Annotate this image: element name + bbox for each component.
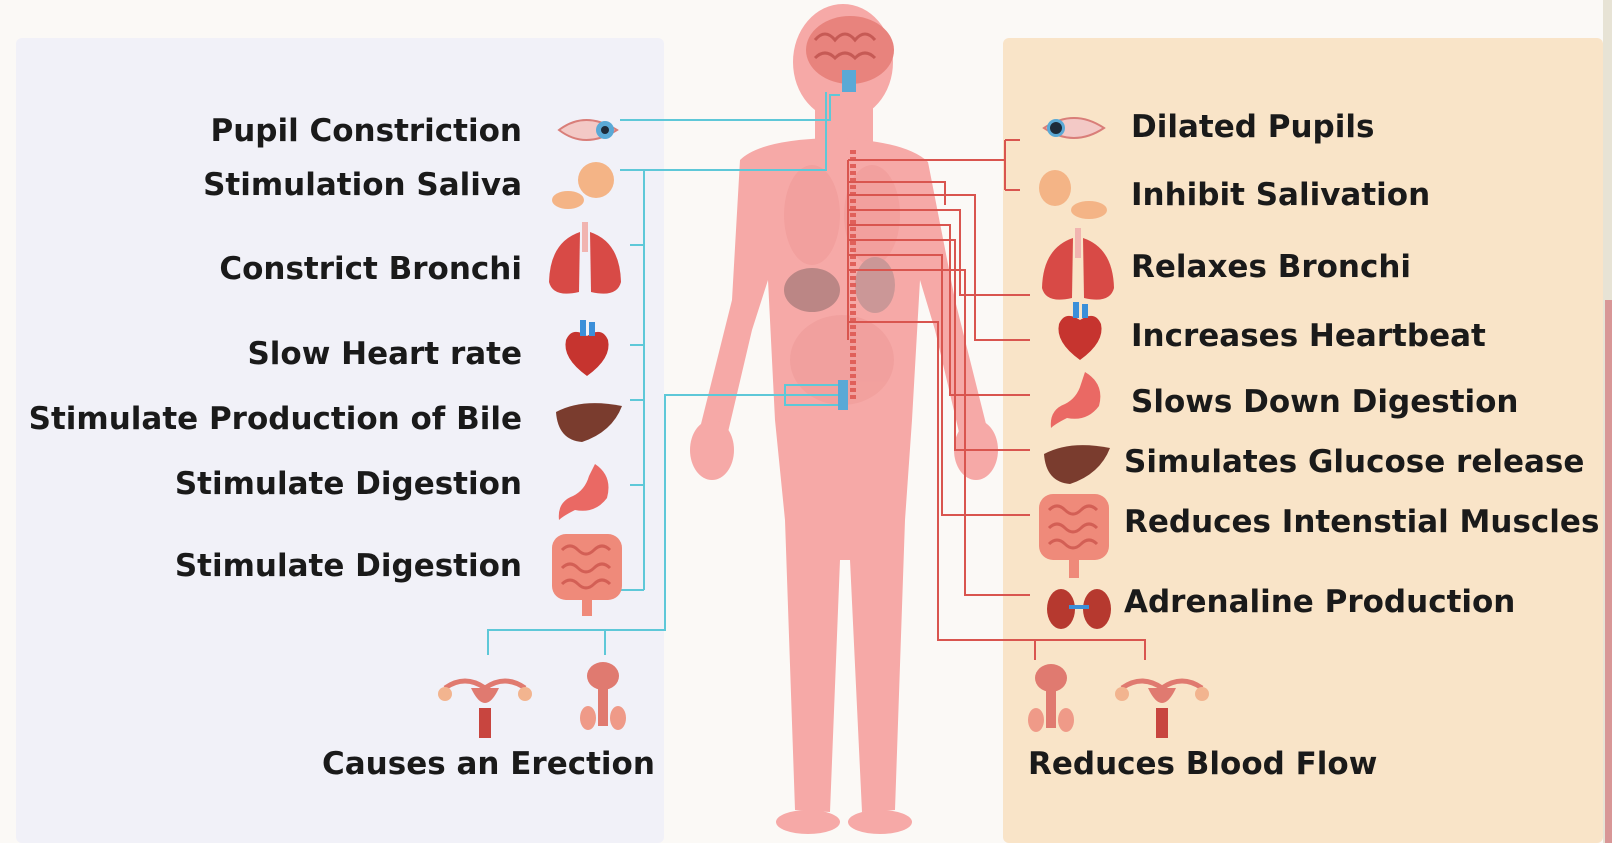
right-label-salivation: Inhibit Salivation bbox=[1131, 176, 1430, 214]
stomach-icon bbox=[555, 460, 617, 522]
liver-icon bbox=[552, 398, 624, 446]
left-label-digestion-intestines: Stimulate Digestion bbox=[175, 547, 522, 585]
right-label-blood-flow: Reduces Blood Flow bbox=[1028, 745, 1377, 783]
right-label-adrenaline: Adrenaline Production bbox=[1124, 583, 1515, 621]
male-reproductive-icon bbox=[1018, 660, 1084, 742]
lungs-icon bbox=[1038, 228, 1118, 306]
eye-icon bbox=[1040, 110, 1108, 146]
male-reproductive-icon bbox=[570, 658, 636, 740]
left-label-erection: Causes an Erection bbox=[322, 745, 655, 783]
left-label-heart: Slow Heart rate bbox=[247, 335, 522, 373]
left-label-bronchi: Constrict Bronchi bbox=[219, 250, 522, 288]
kidneys-icon bbox=[1045, 585, 1113, 633]
salivary-gland-icon bbox=[1035, 168, 1115, 224]
stomach-icon bbox=[1045, 368, 1109, 430]
left-label-bile: Stimulate Production of Bile bbox=[29, 400, 522, 438]
left-label-pupil: Pupil Constriction bbox=[210, 112, 522, 150]
eye-icon bbox=[555, 112, 623, 148]
sacral-ganglion bbox=[838, 380, 848, 410]
lungs-icon bbox=[545, 222, 625, 300]
right-label-heartbeat: Increases Heartbeat bbox=[1131, 317, 1486, 355]
salivary-gland-icon bbox=[548, 160, 620, 216]
intestines-icon bbox=[548, 530, 626, 620]
intestines-icon bbox=[1035, 490, 1113, 582]
right-label-intestinal: Reduces Intenstial Muscles bbox=[1124, 503, 1599, 541]
liver-icon bbox=[1040, 440, 1112, 488]
heart-icon bbox=[1055, 300, 1105, 362]
right-label-bronchi: Relaxes Bronchi bbox=[1131, 248, 1411, 286]
right-label-pupils: Dilated Pupils bbox=[1131, 108, 1374, 146]
female-reproductive-icon bbox=[435, 668, 535, 740]
body-silhouette bbox=[690, 4, 998, 834]
left-label-saliva: Stimulation Saliva bbox=[203, 166, 522, 204]
female-reproductive-icon bbox=[1112, 668, 1212, 740]
right-label-glucose: Simulates Glucose release bbox=[1124, 443, 1584, 481]
left-label-digestion-stomach: Stimulate Digestion bbox=[175, 465, 522, 503]
heart-icon bbox=[562, 318, 612, 378]
right-label-digestion: Slows Down Digestion bbox=[1131, 383, 1519, 421]
